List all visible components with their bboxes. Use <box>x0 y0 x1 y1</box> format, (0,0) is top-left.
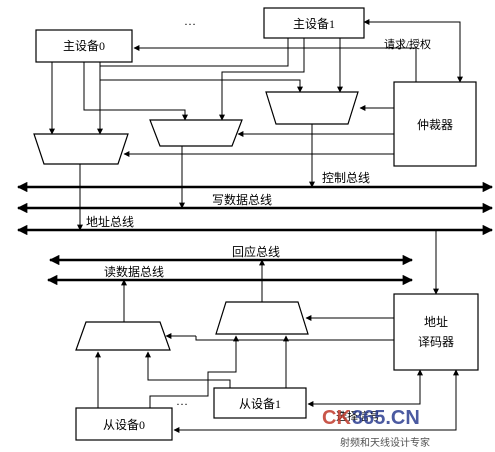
master0-label: 主设备0 <box>63 39 105 53</box>
wire-m0-to-wdata-mux <box>83 62 188 121</box>
slave1-label: 从设备1 <box>239 397 281 411</box>
control-bus-label: 控制总线 <box>322 171 370 185</box>
watermark-brand-red: CK <box>322 407 351 429</box>
wire-s0-to-resp-mux <box>149 335 239 408</box>
ellipsis-bottom: … <box>176 394 188 408</box>
control-mux <box>265 91 359 125</box>
wire-decoder-sel-rdata-a <box>195 336 394 341</box>
master0-box <box>35 29 133 63</box>
read-data-bus-label: 读数据总线 <box>104 264 164 279</box>
response-bus-label: 回应总线 <box>232 244 280 259</box>
write-data-mux <box>149 119 243 147</box>
wire-decoder-to-s1 <box>307 394 421 407</box>
address-mux <box>33 133 129 165</box>
master1-box <box>263 7 365 39</box>
ellipsis-top: … <box>184 14 196 28</box>
wire-m1-arbiter-req-grant <box>363 19 463 83</box>
slave0-label: 从设备0 <box>103 418 145 432</box>
request-grant-label: 请求/授权 <box>384 37 431 51</box>
select-signal-label: 选择信号 <box>336 409 380 423</box>
wire-m1-to-addr-mux <box>97 38 289 135</box>
wire-s1-to-rdata-mux <box>145 351 231 388</box>
master1-label: 主设备1 <box>293 17 335 31</box>
write-data-bus-label: 写数据总线 <box>212 192 272 207</box>
decoder-box <box>393 293 479 371</box>
decoder-label-line2: 译码器 <box>418 335 454 349</box>
slave0-box <box>75 407 173 441</box>
wire-arbiter-to-m0 <box>133 45 417 82</box>
wire-decoder-to-s0 <box>173 394 457 433</box>
wire-m1-to-wdata-mux <box>219 38 305 121</box>
read-data-mux <box>75 321 171 351</box>
watermark: CK 365.CN 射频和天线设计专家 <box>322 407 430 449</box>
decoder-label-line1: 地址 <box>424 315 448 329</box>
slave1-box <box>213 387 307 419</box>
response-mux <box>215 301 309 335</box>
arbiter-label: 仲裁器 <box>417 118 453 132</box>
watermark-brand-blue: 365.CN <box>352 407 420 429</box>
watermark-subtitle: 射频和天线设计专家 <box>340 436 430 449</box>
address-bus-label: 地址总线 <box>86 215 134 229</box>
